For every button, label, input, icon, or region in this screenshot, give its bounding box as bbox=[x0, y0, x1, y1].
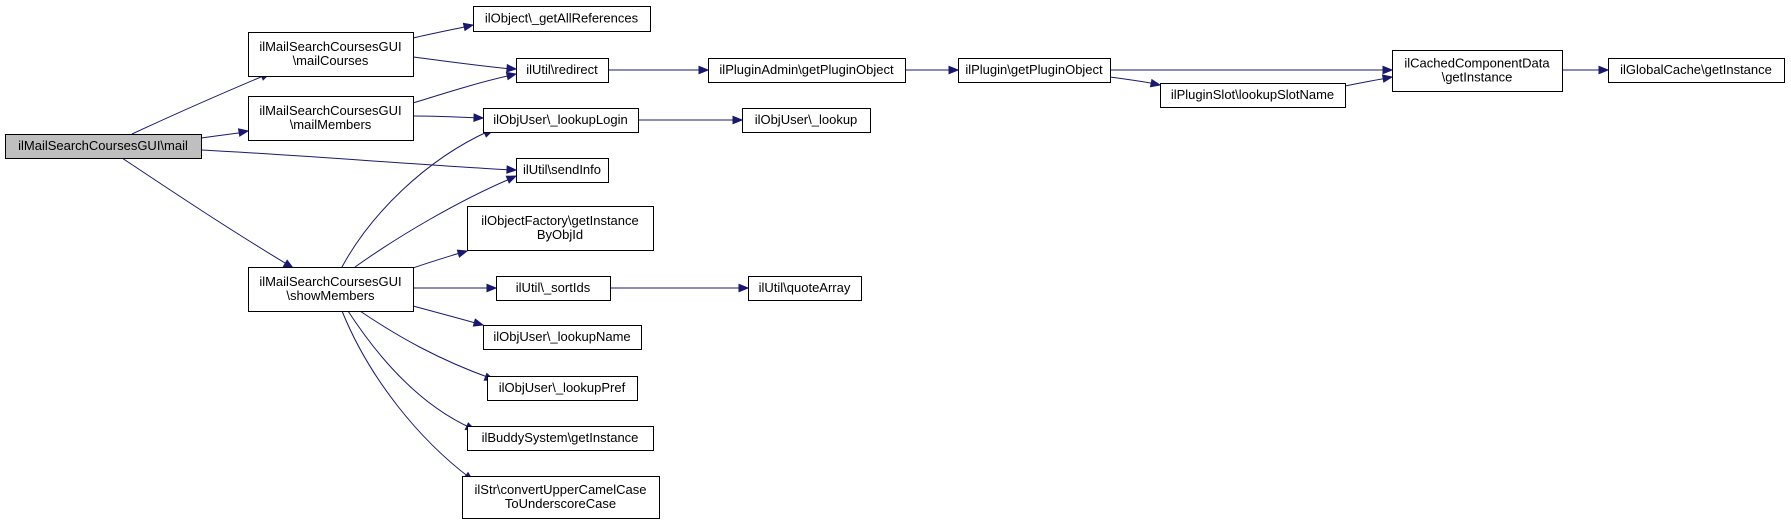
edge-mailMembers-to-redirect bbox=[412, 71, 518, 104]
edge-pluginGetObj-to-cachedGetInstance bbox=[1110, 65, 1394, 75]
node-box bbox=[467, 206, 654, 251]
node-label: \mailCourses bbox=[293, 53, 369, 68]
edge-showMembers-to-sendInfo bbox=[354, 175, 518, 268]
node-label: ilPluginSlot\lookupSlotName bbox=[1171, 87, 1334, 102]
node-label: ilObjUser\_lookup bbox=[755, 112, 858, 127]
node-redirect[interactable]: ilUtil\redirect bbox=[516, 58, 609, 83]
node-label: ilStr\convertUpperCamelCase bbox=[475, 482, 647, 497]
edge-mail-to-sendInfo bbox=[200, 149, 518, 174]
edge-mailMembers-to-lookupLogin bbox=[412, 113, 485, 122]
edge-cachedGetInstance-to-globalCacheGetInstance bbox=[1562, 65, 1610, 75]
node-box bbox=[496, 276, 611, 301]
node-lookupLogin[interactable]: ilObjUser\_lookupLogin bbox=[483, 108, 639, 133]
node-label: ilUtil\sendInfo bbox=[523, 162, 601, 177]
node-label: ilPluginAdmin\getPluginObject bbox=[719, 62, 894, 77]
edge-mail-to-showMembers bbox=[121, 157, 295, 269]
node-box bbox=[467, 426, 654, 451]
node-mailMembers[interactable]: ilMailSearchCoursesGUI\mailMembers bbox=[248, 96, 414, 141]
node-box bbox=[516, 158, 609, 183]
edges-layer bbox=[121, 22, 1610, 482]
node-label: ToUnderscoreCase bbox=[505, 496, 616, 511]
node-box bbox=[248, 267, 414, 312]
edge-showMembers-to-lookupPref bbox=[359, 310, 496, 381]
node-box bbox=[473, 6, 651, 32]
node-showMembers[interactable]: ilMailSearchCoursesGUI\showMembers bbox=[248, 267, 414, 312]
node-box bbox=[748, 276, 862, 301]
node-box bbox=[1392, 50, 1563, 92]
node-box bbox=[516, 58, 609, 83]
edge-pluginAdminGetObj-to-pluginGetObj bbox=[905, 65, 960, 75]
edge-redirect-to-pluginAdminGetObj bbox=[608, 65, 710, 75]
node-label: ilMailSearchCoursesGUI bbox=[259, 39, 401, 54]
node-convertCase[interactable]: ilStr\convertUpperCamelCaseToUnderscoreC… bbox=[462, 476, 660, 519]
node-box bbox=[1608, 58, 1785, 83]
node-label: ilUtil\_sortIds bbox=[516, 280, 591, 295]
edge-showMembers-to-buddyGetInstance bbox=[347, 310, 477, 431]
node-label: ilBuddySystem\getInstance bbox=[482, 430, 639, 445]
node-mail[interactable]: ilMailSearchCoursesGUI\mail bbox=[5, 134, 202, 159]
node-box bbox=[708, 58, 906, 83]
node-label: \getInstance bbox=[1442, 70, 1513, 85]
edge-lookupLogin-to-lookup bbox=[638, 115, 744, 125]
node-label: ilObjUser\_lookupPref bbox=[499, 380, 626, 395]
node-box bbox=[1160, 83, 1346, 108]
node-box bbox=[483, 325, 642, 350]
node-mailCourses[interactable]: ilMailSearchCoursesGUI\mailCourses bbox=[248, 32, 414, 77]
node-lookup[interactable]: ilObjUser\_lookup bbox=[742, 108, 871, 133]
node-box bbox=[248, 32, 414, 77]
edge-showMembers-to-getInstanceByObjId bbox=[412, 249, 469, 269]
node-label: ilGlobalCache\getInstance bbox=[1620, 62, 1772, 77]
node-label: ilMailSearchCoursesGUI bbox=[259, 103, 401, 118]
nodes-layer: ilMailSearchCoursesGUI\mail ilMailSearchC… bbox=[5, 6, 1785, 519]
node-box bbox=[248, 96, 414, 141]
node-globalCacheGetInstance[interactable]: ilGlobalCache\getInstance bbox=[1608, 58, 1785, 83]
edge-lookupSlotName-to-cachedGetInstance bbox=[1344, 74, 1394, 87]
edge-pluginGetObj-to-lookupSlotName bbox=[1109, 76, 1162, 88]
node-label: ilObject\_getAllReferences bbox=[485, 11, 639, 26]
node-label: ilMailSearchCoursesGUI\mail bbox=[18, 138, 188, 153]
node-box bbox=[483, 108, 639, 133]
node-quoteArray[interactable]: ilUtil\quoteArray bbox=[748, 276, 862, 301]
edge-mail-to-mailMembers bbox=[200, 128, 250, 139]
node-label: ilObjUser\_lookupName bbox=[493, 329, 630, 344]
edge-mailCourses-to-getAllReferences bbox=[412, 22, 475, 39]
node-lookupName[interactable]: ilObjUser\_lookupName bbox=[483, 325, 642, 350]
node-buddyGetInstance[interactable]: ilBuddySystem\getInstance bbox=[467, 426, 654, 451]
node-label: ilUtil\redirect bbox=[526, 62, 598, 77]
node-pluginAdminGetObj[interactable]: ilPluginAdmin\getPluginObject bbox=[708, 58, 906, 83]
node-cachedGetInstance[interactable]: ilCachedComponentData\getInstance bbox=[1392, 50, 1563, 92]
edge-mailCourses-to-redirect bbox=[412, 56, 518, 73]
edge-showMembers-to-convertCase bbox=[341, 310, 475, 482]
node-label: ByObjId bbox=[537, 227, 583, 242]
edge-showMembers-to-lookupName bbox=[412, 305, 485, 327]
node-label: ilObjectFactory\getInstance bbox=[481, 213, 639, 228]
node-sortIds[interactable]: ilUtil\_sortIds bbox=[496, 276, 611, 301]
node-box bbox=[742, 108, 871, 133]
node-label: ilPlugin\getPluginObject bbox=[965, 62, 1103, 77]
node-box bbox=[958, 58, 1111, 83]
node-box bbox=[5, 134, 202, 159]
node-lookupPref[interactable]: ilObjUser\_lookupPref bbox=[487, 376, 638, 401]
node-lookupSlotName[interactable]: ilPluginSlot\lookupSlotName bbox=[1160, 83, 1346, 108]
edge-showMembers-to-sortIds bbox=[413, 283, 498, 293]
node-label: ilMailSearchCoursesGUI bbox=[259, 274, 401, 289]
node-label: \mailMembers bbox=[290, 117, 372, 132]
node-label: ilUtil\quoteArray bbox=[759, 280, 851, 295]
node-box bbox=[487, 376, 638, 401]
node-label: ilCachedComponentData bbox=[1404, 56, 1550, 71]
node-getAllReferences[interactable]: ilObject\_getAllReferences bbox=[473, 6, 651, 32]
node-label: \showMembers bbox=[286, 288, 375, 303]
node-label: ilObjUser\_lookupLogin bbox=[493, 112, 627, 127]
node-sendInfo[interactable]: ilUtil\sendInfo bbox=[516, 158, 609, 183]
node-pluginGetObj[interactable]: ilPlugin\getPluginObject bbox=[958, 58, 1111, 83]
node-box bbox=[462, 476, 660, 519]
edge-sortIds-to-quoteArray bbox=[610, 283, 750, 293]
